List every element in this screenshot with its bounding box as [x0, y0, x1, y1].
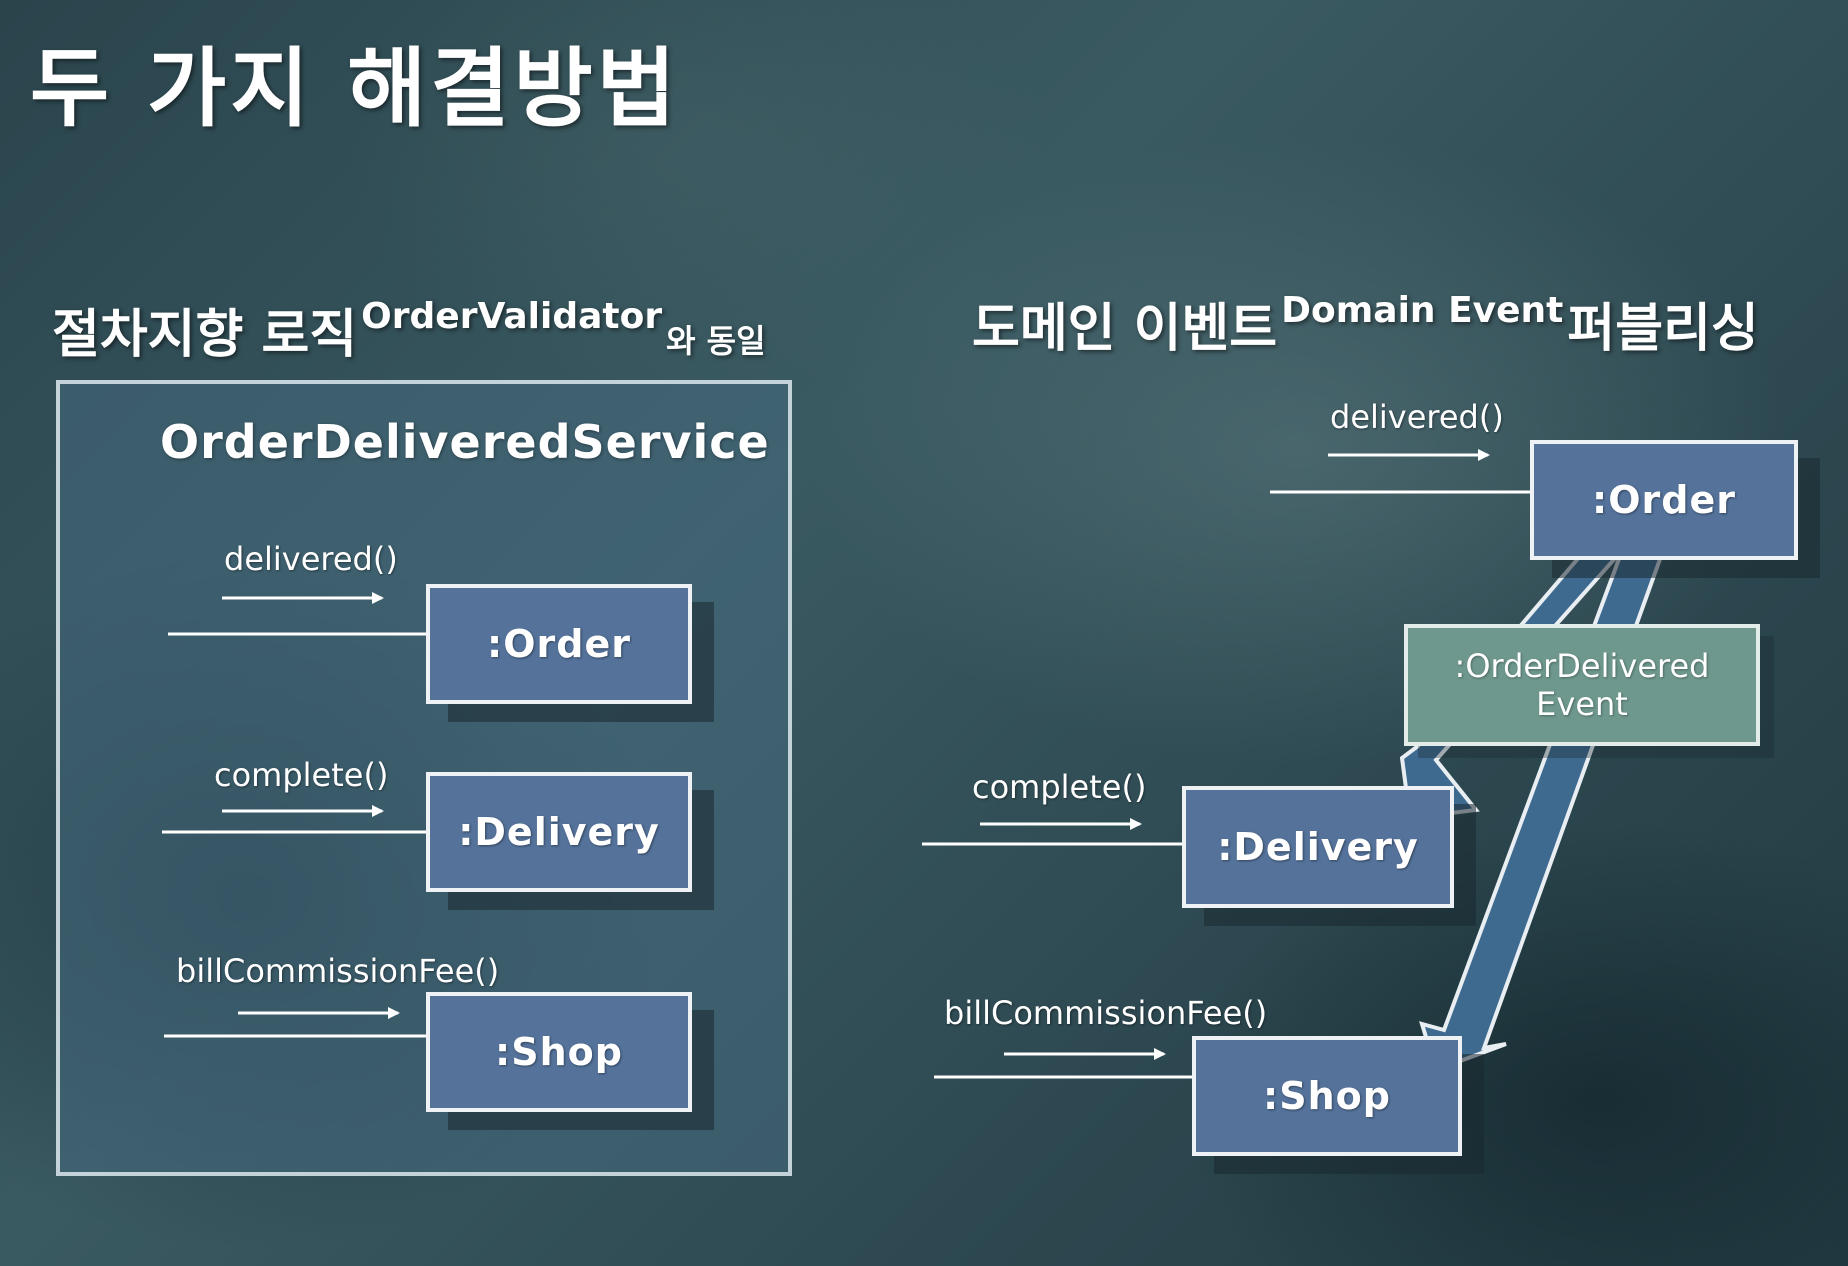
left-complete-label: complete() [214, 756, 389, 794]
right-bill-label: billCommissionFee() [944, 994, 1268, 1032]
right-shop-object: :Shop [1192, 1036, 1462, 1156]
left-delivery-object-label: :Delivery [458, 810, 660, 854]
left-heading-text: 절차지향 로직 [52, 305, 358, 365]
left-order-object: :Order [426, 584, 692, 704]
left-order-object-label: :Order [487, 622, 631, 666]
right-shop-object-label: :Shop [1263, 1074, 1391, 1118]
event-box-line2: Event [1536, 685, 1628, 723]
left-delivered-label: delivered() [224, 540, 398, 578]
page-title: 두 가지 해결방법 [30, 39, 680, 139]
left-shop-object: :Shop [426, 992, 692, 1112]
right-complete-label: complete() [972, 768, 1147, 806]
left-delivery-object: :Delivery [426, 772, 692, 892]
right-order-object: :Order [1530, 440, 1798, 560]
service-title: OrderDeliveredService [160, 415, 770, 469]
event-box-line1: :OrderDelivered [1454, 647, 1710, 685]
left-shop-object-label: :Shop [495, 1030, 623, 1074]
right-heading-superscript: Domain Event [1281, 290, 1564, 331]
right-order-object-label: :Order [1592, 478, 1736, 522]
right-delivery-object-label: :Delivery [1217, 825, 1419, 869]
right-delivery-object: :Delivery [1182, 786, 1454, 908]
left-heading-superscript: OrderValidator [361, 296, 663, 337]
right-delivered-label: delivered() [1330, 398, 1504, 436]
right-heading-text: 도메인 이벤트 [972, 299, 1278, 359]
right-heading-tail: 퍼블리싱 [1567, 299, 1759, 359]
left-heading-note: 와 동일 [666, 322, 766, 360]
left-bill-label: billCommissionFee() [176, 952, 500, 990]
order-delivered-event-box: :OrderDelivered Event [1404, 624, 1760, 746]
